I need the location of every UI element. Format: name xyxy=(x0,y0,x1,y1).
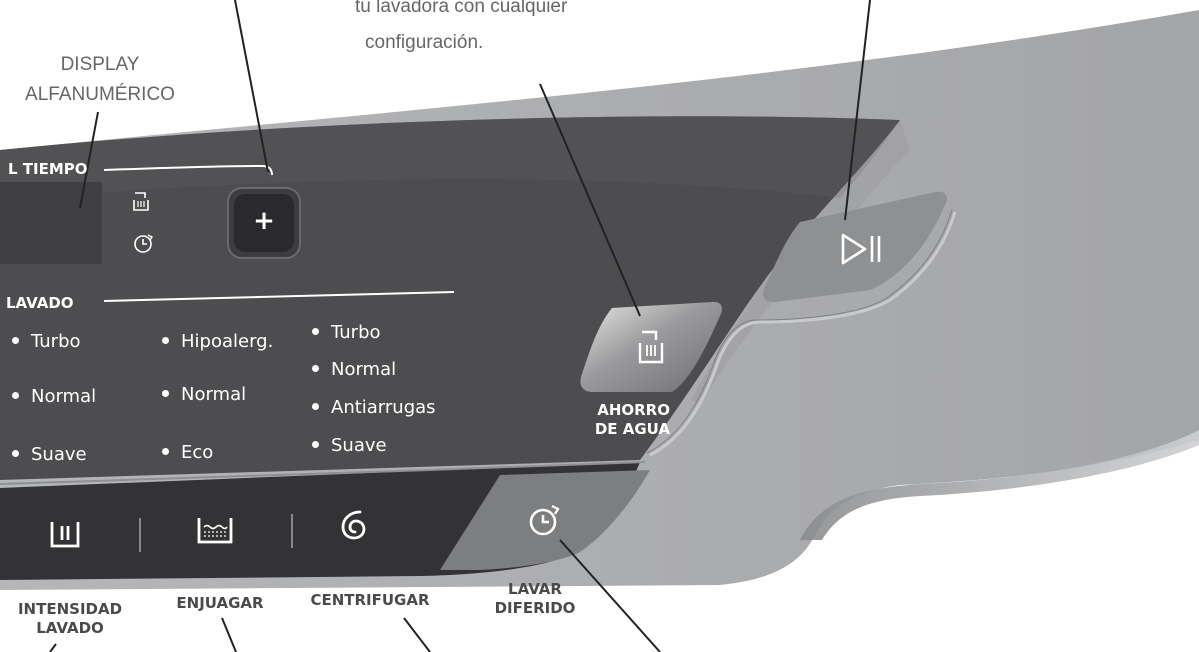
intensity-label-line2: LAVADO xyxy=(36,619,104,637)
callout-top-text: tu lavadora con cualquier configuración. xyxy=(355,0,655,60)
callout-top-line2: configuración. xyxy=(365,32,484,53)
start-button-bg xyxy=(763,191,947,303)
intensity-label: INTENSIDAD LAVADO xyxy=(0,600,140,638)
intensity-label-line1: INTENSIDAD xyxy=(17,600,123,618)
wash-option-turbo-1[interactable]: Turbo xyxy=(12,331,81,352)
wash-intensity-button[interactable] xyxy=(30,504,100,564)
delay-label-line1: LAVAR xyxy=(508,580,562,598)
spin-icon xyxy=(341,510,366,540)
play-pause-icon xyxy=(841,233,880,265)
delay-clock-icon xyxy=(529,505,560,536)
wash-option-antiarrugas[interactable]: Antiarrugas xyxy=(312,397,436,418)
plus-button[interactable]: + xyxy=(228,188,300,258)
spin-label: CENTRIFUGAR xyxy=(310,591,430,609)
wash-option-normal-1[interactable]: Normal xyxy=(12,386,96,407)
plus-icon: + xyxy=(253,206,275,236)
wash-option-normal-2[interactable]: Normal xyxy=(162,384,246,405)
wash-tub-icon xyxy=(50,522,80,548)
wash-option-normal-3[interactable]: Normal xyxy=(312,359,396,380)
alphanumeric-display xyxy=(0,182,102,264)
delay-wash-label: LAVAR DIFERIDO xyxy=(480,580,590,618)
callout-display-line2: ALFANUMÉRICO xyxy=(25,84,175,105)
callout-top-line1: tu lavadora con cualquier xyxy=(355,0,568,17)
callout-display-line1: DISPLAY xyxy=(60,54,140,75)
wash-section-title: LAVADO xyxy=(6,294,74,312)
wash-option-hipoalerg[interactable]: Hipoalerg. xyxy=(162,331,273,352)
water-saving-label: AHORRO DE AGUA xyxy=(550,401,670,439)
wash-option-suave-1[interactable]: Suave xyxy=(12,444,87,465)
wash-option-eco[interactable]: Eco xyxy=(162,442,213,463)
wash-option-suave-3[interactable]: Suave xyxy=(312,435,387,456)
water-saving-line1: AHORRO xyxy=(597,401,670,419)
water-tap-icon xyxy=(133,192,149,211)
start-pause-button[interactable] xyxy=(765,192,950,302)
water-saving-line2: DE AGUA xyxy=(594,420,670,438)
spin-button[interactable] xyxy=(320,495,390,555)
delay-wash-button[interactable] xyxy=(510,490,580,550)
rinse-icon xyxy=(197,518,233,544)
water-saving-tap-icon xyxy=(638,330,663,364)
clock-icon xyxy=(134,234,154,253)
delay-button-bg xyxy=(440,470,650,570)
delay-label-line2: DIFERIDO xyxy=(494,599,576,617)
time-section-title: L TIEMPO xyxy=(8,160,88,178)
rinse-button[interactable] xyxy=(180,500,250,560)
water-saving-button[interactable] xyxy=(585,302,720,394)
callout-display: DISPLAY ALFANUMÉRICO xyxy=(10,50,190,110)
wash-option-turbo-3[interactable]: Turbo xyxy=(312,322,381,343)
rinse-label: ENJUAGAR xyxy=(176,594,264,612)
